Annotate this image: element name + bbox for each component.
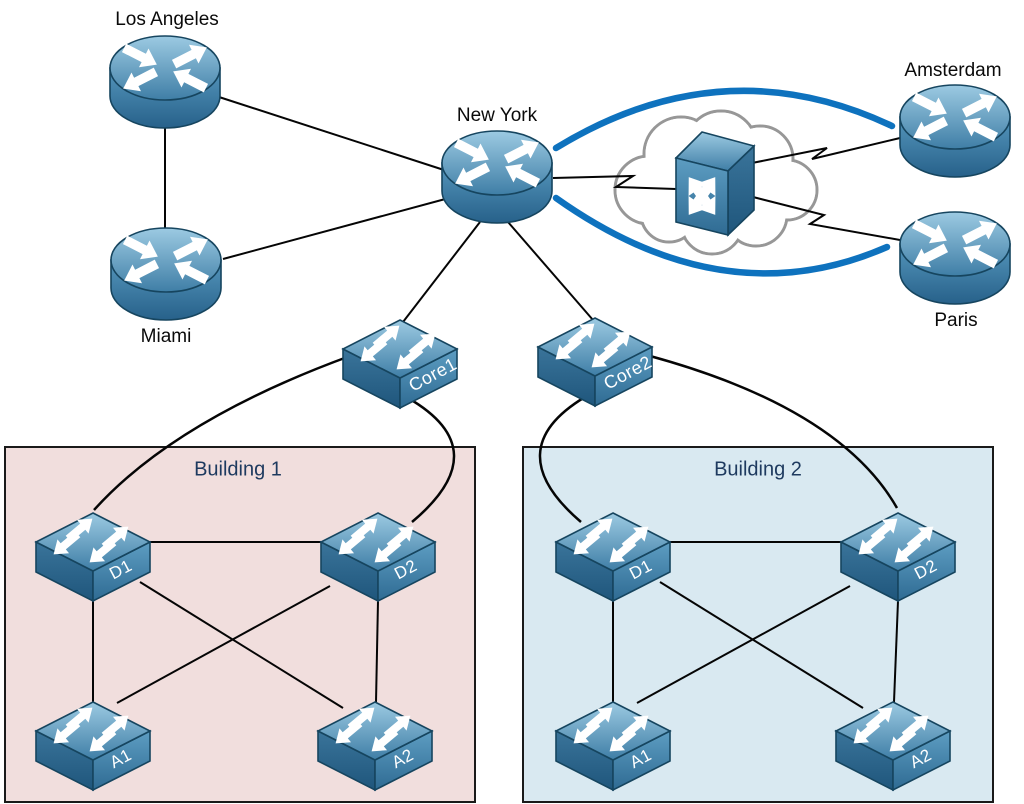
links xyxy=(92,96,901,709)
link-newyork-amsterdam-arc xyxy=(552,87,896,152)
router-icon-los-angeles xyxy=(110,36,220,128)
switch-icon-core2 xyxy=(538,317,652,406)
link-core1-b1d1 xyxy=(93,354,351,511)
link-b1d2-b1a1 xyxy=(116,585,331,704)
link-wanswitch-amsterdam-serial xyxy=(751,137,901,164)
link-losangeles-newyork xyxy=(218,96,445,171)
router-icon-new-york xyxy=(442,131,552,223)
link-newyork-wanswitch-serial xyxy=(552,174,677,190)
wan-arcs xyxy=(552,87,896,277)
link-b2d2-b2a1 xyxy=(636,585,851,704)
link-core2-b2d1 xyxy=(538,395,586,523)
link-core2-b2d2 xyxy=(649,354,899,509)
link-b1d2-b1a2 xyxy=(375,600,379,703)
router-icon-amsterdam xyxy=(900,85,1010,177)
link-core1-b1d2 xyxy=(407,396,456,523)
link-newyork-paris-arc xyxy=(552,194,891,277)
switch-icon-core1 xyxy=(343,319,457,408)
link-newyork-core1 xyxy=(402,221,481,323)
link-b2d1-b2a2 xyxy=(659,581,864,709)
router-icon-paris xyxy=(900,212,1010,304)
link-newyork-core2 xyxy=(507,221,594,321)
link-miami-newyork xyxy=(222,197,450,260)
link-wanswitch-paris-serial xyxy=(752,196,901,241)
wan-switch-icon xyxy=(674,131,756,237)
router-icon-miami xyxy=(111,228,221,320)
link-b2d2-b2a2 xyxy=(893,600,899,703)
link-b1d1-b1a2 xyxy=(139,581,344,709)
